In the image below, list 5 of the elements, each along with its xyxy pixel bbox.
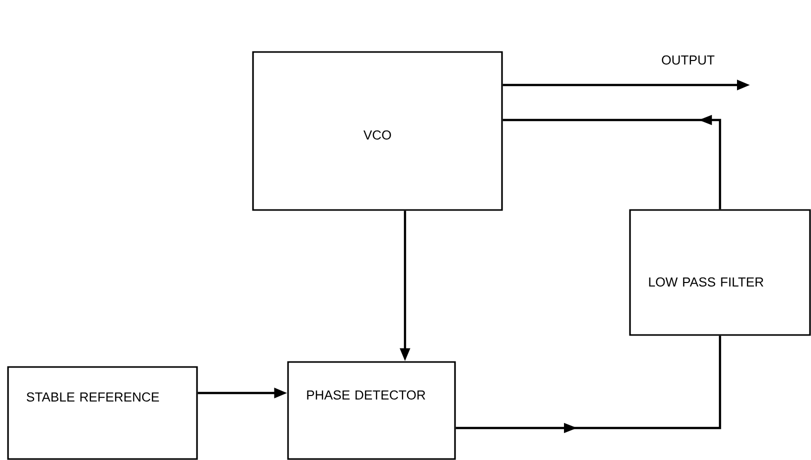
block-box: VCO bbox=[252, 51, 503, 211]
block-box: STABLE REFERENCE bbox=[7, 366, 198, 460]
block-box: PHASE DETECTOR bbox=[287, 361, 456, 460]
block-box: LOW PASS FILTER bbox=[629, 209, 811, 336]
edge-label: OUTPUT bbox=[662, 55, 714, 65]
